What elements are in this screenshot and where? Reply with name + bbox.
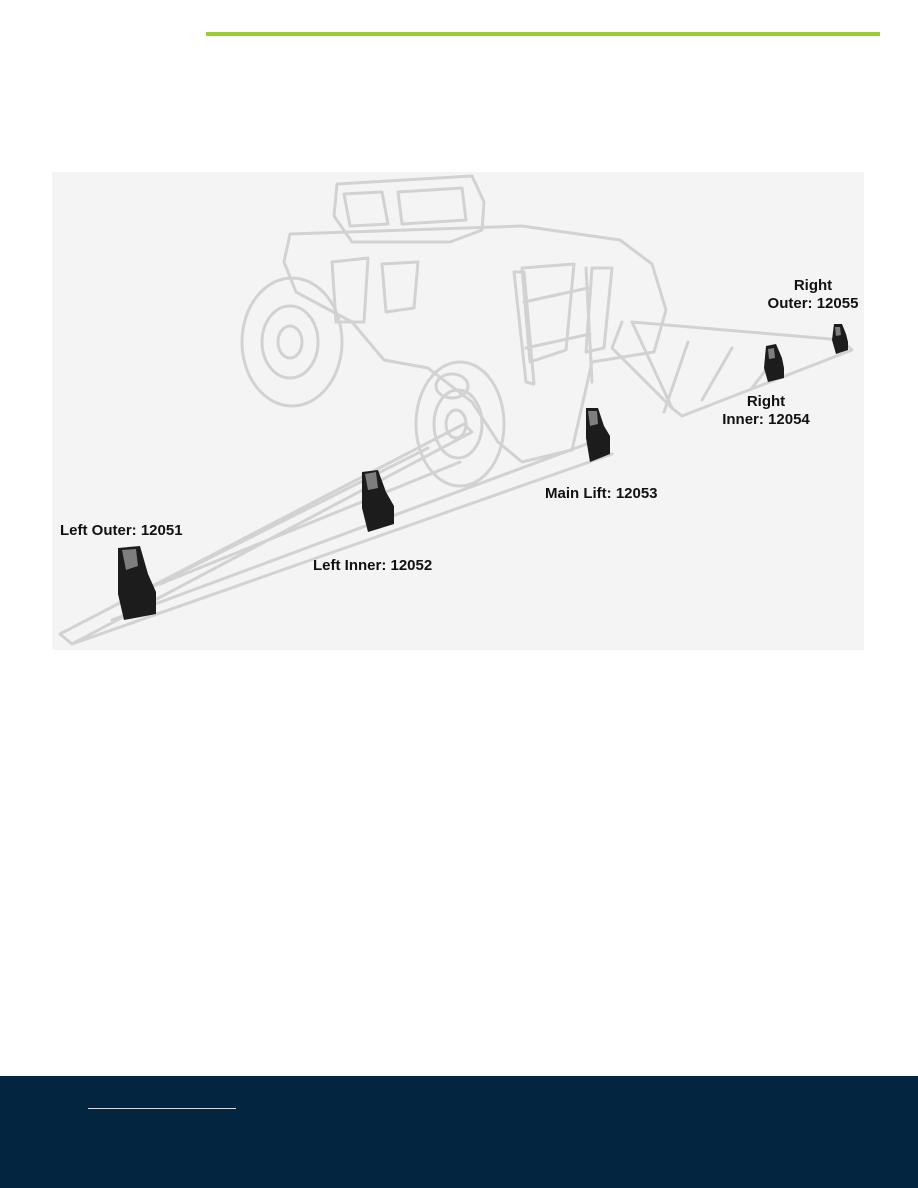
callout-right-inner-line2: Inner: 12054 [722, 411, 810, 428]
header-accent-rule [206, 32, 880, 36]
callout-main-lift: Main Lift: 12053 [545, 485, 658, 502]
tractor-sprayer-outline-icon [52, 172, 864, 650]
sprayer-boom-diagram [52, 172, 864, 650]
callout-left-inner: Left Inner: 12052 [313, 557, 433, 574]
callout-right-outer: Right Outer: 12055 [762, 277, 864, 313]
callout-left-outer: Left Outer: 12051 [60, 522, 183, 539]
callout-right-inner-line1: Right [746, 393, 786, 410]
callout-right-inner: Right Inner: 12054 [716, 393, 816, 429]
callout-right-outer-line1: Right [793, 277, 833, 294]
page-footer [0, 1076, 918, 1188]
callout-right-outer-line2: Outer: 12055 [767, 295, 859, 312]
footer-link-underline[interactable] [88, 1108, 236, 1109]
